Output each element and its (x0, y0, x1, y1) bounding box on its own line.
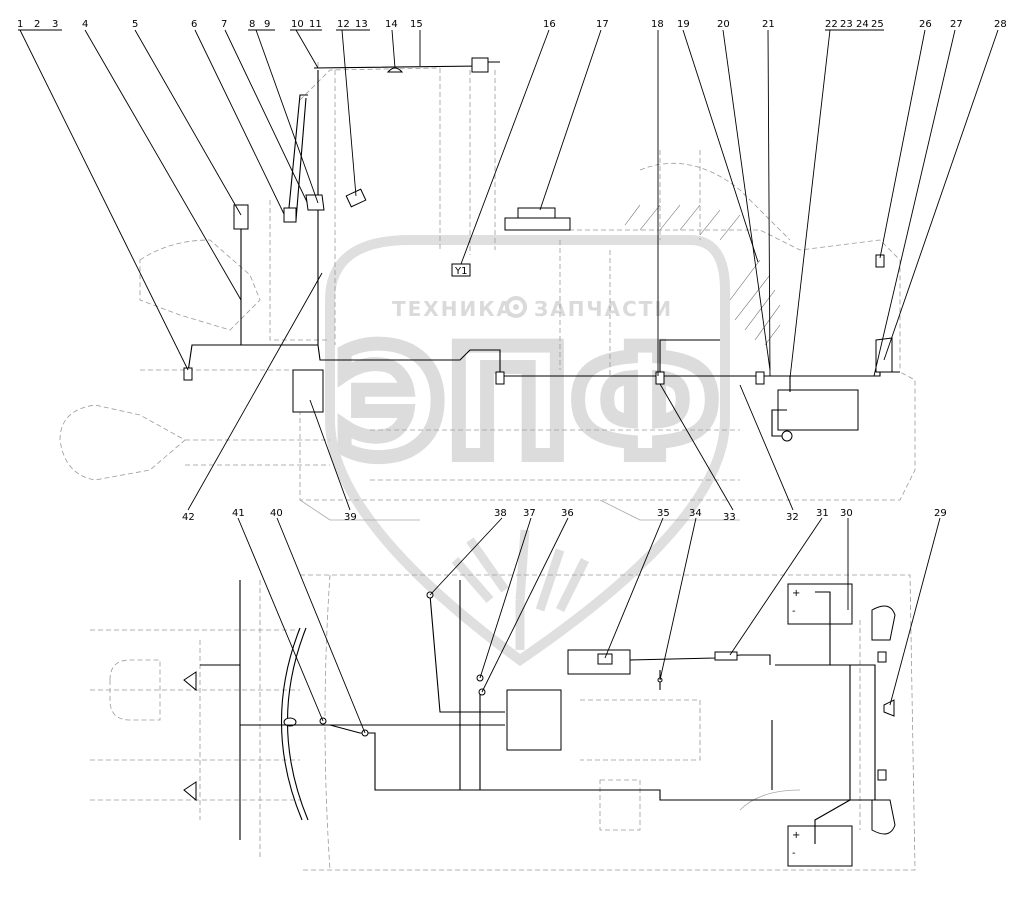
air-cleaner (504, 217, 571, 231)
battery-box (777, 389, 859, 431)
rear-lamp-26 (875, 254, 885, 268)
front-beacon (283, 717, 297, 727)
watermark: ЭПФ ТЕХНИКА ЗАПЧАСТИ (325, 235, 730, 667)
rear-lamp-28 (875, 337, 893, 373)
callout-35: 35 (657, 508, 670, 519)
horn (781, 430, 793, 442)
callout-34: 34 (689, 508, 702, 519)
callout-22: 22 (825, 19, 838, 30)
svg-text:+: + (792, 830, 800, 841)
callout-19: 19 (677, 19, 690, 30)
headlamp-bottom (183, 781, 197, 802)
callout-39: 39 (344, 512, 357, 523)
watermark-word-right: ЗАПЧАСТИ (534, 297, 673, 321)
callout-30: 30 (840, 508, 853, 519)
callout-2: 2 (34, 19, 40, 30)
callout-20: 20 (717, 19, 730, 30)
callout-16: 16 (543, 19, 556, 30)
switch-block (305, 194, 325, 211)
callout-40: 40 (270, 508, 283, 519)
rear-indicator-1 (877, 651, 887, 663)
wheat-icon (451, 529, 590, 650)
side-lamp (233, 204, 249, 230)
callout-8: 8 (249, 19, 255, 30)
callout-24: 24 (856, 19, 869, 30)
callout-18: 18 (651, 19, 664, 30)
callout-4: 4 (82, 19, 88, 30)
callout-11: 11 (309, 19, 322, 30)
callout-10: 10 (291, 19, 304, 30)
dome-lamp (386, 67, 404, 73)
rear-indicator-2 (877, 769, 887, 781)
battery-upper (787, 583, 853, 625)
callout-41: 41 (232, 508, 245, 519)
callout-14: 14 (385, 19, 398, 30)
fuse-31 (714, 651, 738, 661)
connector-33 (655, 371, 665, 385)
callout-29: 29 (934, 508, 947, 519)
callout-15: 15 (410, 19, 423, 30)
callout-3: 3 (52, 19, 58, 30)
callout-32: 32 (786, 512, 799, 523)
side-view-harness: Y1 (183, 57, 900, 442)
callout-26: 26 (919, 19, 932, 30)
watermark-big-letters: ЭПФ (335, 317, 719, 491)
callout-23: 23 (840, 19, 853, 30)
callout-21: 21 (762, 19, 775, 30)
callout-6: 6 (191, 19, 197, 30)
fuse-box (292, 369, 324, 413)
side-view-ghost (59, 62, 916, 521)
callout-13: 13 (355, 19, 368, 30)
rear-lamp-bottom (871, 799, 896, 835)
rear-lamp-29 (883, 699, 895, 717)
callout-labels: 1 2 3 4 5 6 7 8 9 10 11 12 13 14 15 16 1… (17, 19, 1007, 523)
callout-37: 37 (523, 508, 536, 519)
battery-lower (787, 825, 853, 867)
watermark-shield (325, 235, 730, 667)
callout-33: 33 (723, 512, 736, 523)
starter-relay-terminal (597, 653, 613, 665)
callout-25: 25 (871, 19, 884, 30)
control-unit (506, 689, 562, 751)
callout-31: 31 (816, 508, 829, 519)
callout-1: 1 (17, 19, 23, 30)
leader-lines (18, 29, 999, 734)
callout-5: 5 (132, 19, 138, 30)
callout-38: 38 (494, 508, 507, 519)
callout-28: 28 (994, 19, 1007, 30)
roof-light (471, 57, 489, 73)
callout-12: 12 (337, 19, 350, 30)
gear-icon (505, 296, 527, 318)
front-lamp (183, 367, 193, 381)
callout-17: 17 (596, 19, 609, 30)
svg-text:-: - (792, 606, 796, 617)
callout-36: 36 (561, 508, 574, 519)
top-view-harness: + - + - (183, 580, 896, 867)
svg-text:Y1: Y1 (454, 266, 467, 277)
callout-9: 9 (264, 19, 270, 30)
connector-18 (495, 371, 505, 385)
air-cleaner-cap (517, 207, 556, 219)
connector-32 (755, 371, 765, 385)
callout-42: 42 (182, 512, 195, 523)
callout-27: 27 (950, 19, 963, 30)
callout-7: 7 (221, 19, 227, 30)
rear-lamp-top (871, 605, 896, 641)
headlamp-left (183, 671, 197, 692)
svg-text:-: - (792, 848, 796, 859)
watermark-word-left: ТЕХНИКА (392, 297, 514, 321)
wiper-motor (283, 207, 297, 223)
cab-lamp (345, 188, 367, 208)
svg-text:+: + (792, 588, 800, 599)
